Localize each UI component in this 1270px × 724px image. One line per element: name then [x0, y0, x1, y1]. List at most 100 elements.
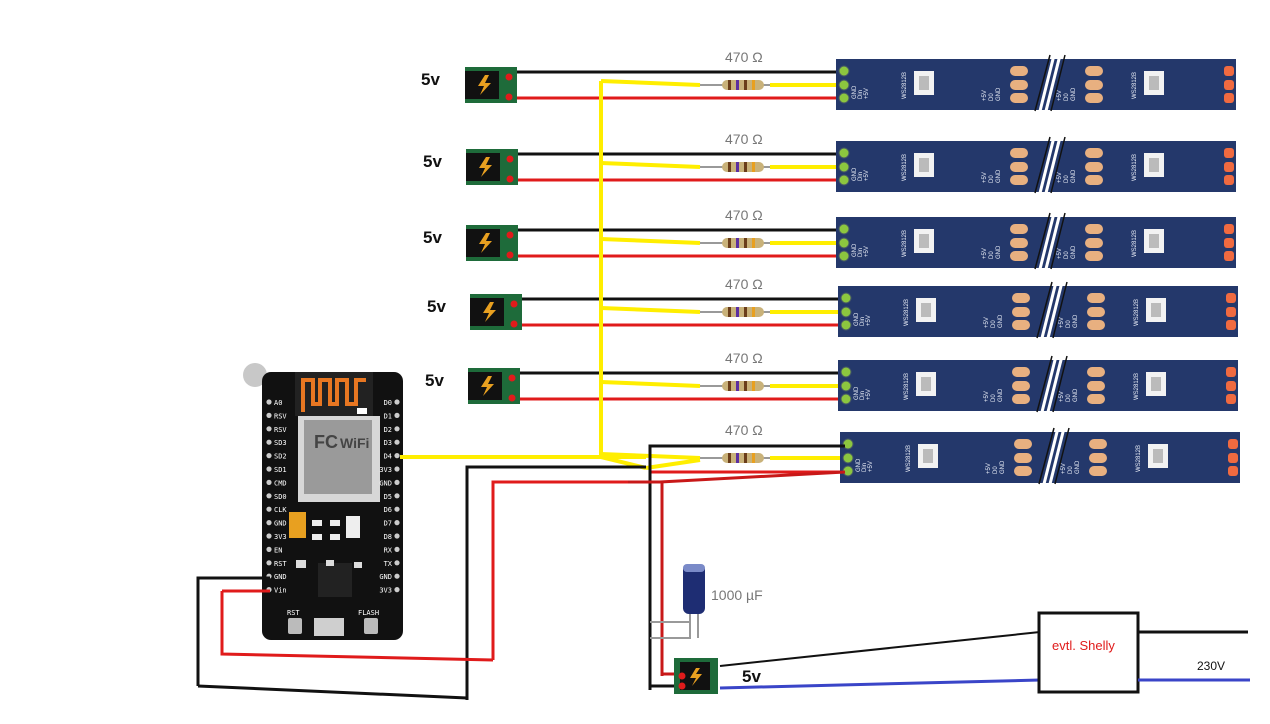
svg-text:WS2812B: WS2812B [904, 373, 910, 400]
mcu-right-pin-label: GND [379, 573, 392, 581]
mcu-left-pin-label: CLK [274, 506, 287, 514]
mcu-right-pin-label: D7 [384, 520, 392, 528]
svg-text:D0: D0 [993, 466, 999, 474]
bottom-5v-label: 5v [742, 667, 761, 686]
svg-text:+5V: +5V [1057, 172, 1063, 183]
capacitor [683, 564, 705, 614]
resistor [700, 162, 770, 172]
mcu-right-pin-label: GND [379, 479, 392, 487]
mcu-right-pin-label: D0 [384, 399, 392, 407]
mcu-pin-dot [266, 439, 272, 445]
mcu-pin-dot [394, 479, 400, 485]
svg-text:GND: GND [1071, 169, 1077, 183]
svg-text:Din: Din [858, 90, 864, 99]
mcu-pin-dot [394, 546, 400, 553]
resistor-label: 470 Ω [725, 131, 763, 147]
svg-text:+5V: +5V [984, 317, 990, 328]
resistor [700, 453, 770, 463]
power-5v-label: 5v [427, 297, 446, 316]
svg-text:GND: GND [996, 245, 1002, 259]
svg-text:Din: Din [862, 463, 868, 472]
mcu-pin-dot [394, 399, 400, 405]
mcu-pin-dot [266, 546, 272, 553]
svg-text:+5V: +5V [982, 248, 988, 259]
mcu-pin-dot [394, 573, 400, 579]
svg-text:D0: D0 [991, 320, 997, 328]
mcu-right-pin-label: D6 [384, 506, 392, 514]
power-jack [470, 294, 522, 330]
power-jack [468, 368, 520, 404]
svg-text:GND: GND [1075, 460, 1081, 474]
svg-text:GND: GND [1071, 87, 1077, 101]
mcu-pin-dot [394, 533, 400, 539]
svg-text:GND: GND [998, 314, 1004, 328]
svg-text:GND: GND [996, 169, 1002, 183]
svg-text:Din: Din [860, 391, 866, 400]
power-jack [466, 225, 518, 261]
mcu-pin-dot [394, 466, 400, 472]
svg-text:WS2812B: WS2812B [902, 230, 908, 257]
svg-text:+5V: +5V [986, 463, 992, 474]
resistor [700, 381, 770, 391]
mcu-pin-dot [394, 412, 400, 418]
svg-text:WS2812B: WS2812B [902, 154, 908, 181]
svg-text:WiFi: WiFi [340, 435, 369, 451]
svg-text:D0: D0 [1064, 251, 1070, 259]
svg-text:+5V: +5V [866, 315, 872, 326]
svg-text:D0: D0 [989, 251, 995, 259]
nodemcu-board: FC WiFi RST FLASH A0RSVRSVSD3SD2SD1CMDSD… [243, 363, 403, 640]
svg-text:+5V: +5V [1061, 463, 1067, 474]
shelly-label: evtl. Shelly [1052, 638, 1115, 653]
mcu-pin-dot [394, 426, 400, 432]
resistor-label: 470 Ω [725, 49, 763, 65]
mcu-left-pin-label: Vin [274, 587, 287, 595]
mcu-pin-dot [266, 399, 272, 405]
svg-text:GND: GND [854, 386, 860, 400]
mcu-left-pin-label: EN [274, 546, 282, 554]
mcu-right-pin-label: D3 [384, 439, 392, 447]
resistor [700, 238, 770, 248]
svg-text:WS2812B: WS2812B [906, 445, 912, 472]
main-wiring: 1000 µF 5v evtl. Shelly 230V [196, 81, 1250, 700]
svg-text:WS2812B: WS2812B [1132, 154, 1138, 181]
svg-text:WS2812B: WS2812B [1136, 445, 1142, 472]
svg-text:GND: GND [852, 243, 858, 257]
mcu-left-pin-label: SD0 [274, 493, 287, 501]
svg-text:WS2812B: WS2812B [1132, 230, 1138, 257]
svg-text:FC: FC [314, 432, 338, 452]
svg-text:+5V: +5V [866, 389, 872, 400]
mcu-left-pin-label: CMD [274, 479, 287, 487]
mcu-pin-dot [266, 520, 272, 526]
mcu-pin-dot [266, 479, 272, 485]
svg-text:+5V: +5V [868, 461, 874, 472]
mains-label: 230V [1197, 659, 1225, 673]
mcu-left-pin-label: RSV [274, 426, 287, 434]
power-5v-label: 5v [425, 371, 444, 390]
svg-text:Din: Din [860, 317, 866, 326]
svg-text:D0: D0 [1064, 175, 1070, 183]
mcu-pin-dot [266, 453, 272, 459]
svg-text:+5V: +5V [1059, 391, 1065, 402]
mcu-pin-dot [266, 426, 272, 432]
capacitor-label: 1000 µF [711, 587, 763, 603]
svg-text:+5V: +5V [982, 172, 988, 183]
mcu-left-pin-label: SD2 [274, 453, 287, 461]
mcu-pin-dot [394, 587, 400, 593]
mcu-pin-dot [394, 453, 400, 459]
mcu-left-pin-label: RST [274, 560, 287, 568]
svg-text:GND: GND [996, 87, 1002, 101]
mcu-left-pin-label: GND [274, 573, 287, 581]
mcu-left-pin-label: SD1 [274, 466, 287, 474]
mcu-right-pin-label: D8 [384, 533, 392, 541]
svg-text:WS2812B: WS2812B [1134, 299, 1140, 326]
svg-text:+5V: +5V [1059, 317, 1065, 328]
mcu-pin-dot [394, 560, 400, 566]
flash-button-label: FLASH [358, 609, 379, 617]
